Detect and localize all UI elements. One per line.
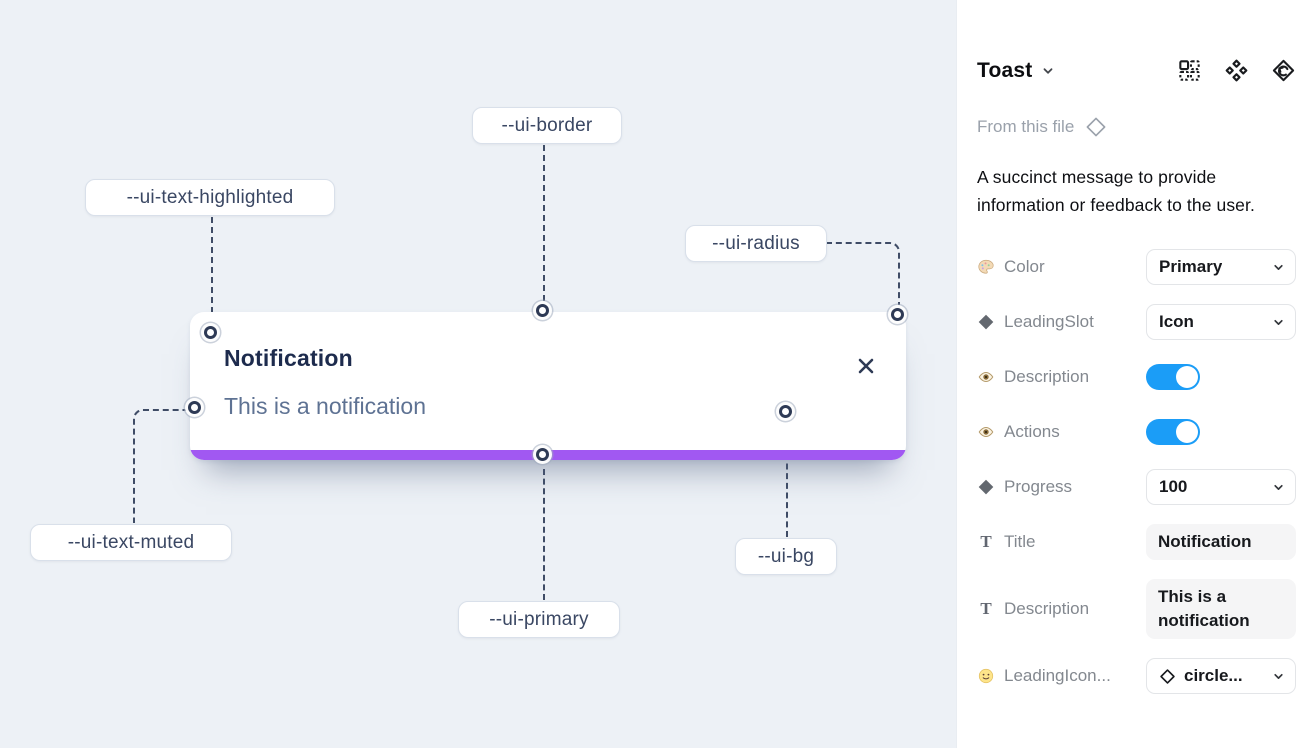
toast-component-preview: Notification This is a notification (190, 312, 906, 460)
title-input[interactable]: Notification (1146, 524, 1296, 560)
design-canvas: Notification This is a notification --ui… (0, 0, 956, 748)
connector-line-bg (786, 425, 788, 537)
chevron-down-icon (1044, 67, 1053, 74)
leadingslot-dropdown[interactable]: Icon (1146, 304, 1296, 340)
panel-header: Toast (977, 58, 1296, 83)
toast-title: Notification (224, 345, 353, 371)
property-label: T Title (977, 532, 1146, 552)
property-row-progress: Progress 100 (977, 469, 1296, 505)
property-row-leadingicon: LeadingIcon... circle... (977, 658, 1296, 694)
progress-dropdown[interactable]: 100 (1146, 469, 1296, 505)
connector-node-border[interactable] (536, 304, 549, 317)
text-icon: T (980, 532, 992, 551)
description-toggle[interactable] (1146, 364, 1200, 390)
component-icon[interactable] (1224, 58, 1249, 83)
var-label-ui-text-muted[interactable]: --ui-text-muted (30, 524, 232, 561)
property-list: Color Primary LeadingSlot Icon (977, 249, 1296, 694)
property-row-actions-toggle: Actions (977, 414, 1296, 450)
connector-line-text-muted (133, 409, 186, 523)
property-row-description-toggle: Description (977, 359, 1296, 395)
eye-icon (978, 372, 994, 382)
property-row-description-text: T Description This is a notification (977, 579, 1296, 639)
var-label-ui-primary[interactable]: --ui-primary (458, 601, 620, 638)
component-source: From this file (977, 115, 1296, 139)
toggle-knob (1176, 366, 1198, 388)
diamond-icon (978, 314, 994, 330)
color-dropdown[interactable]: Primary (1146, 249, 1296, 285)
property-label: Color (977, 257, 1146, 277)
chevron-down-icon (1274, 264, 1283, 270)
toast-description: This is a notification (224, 393, 426, 419)
leadingicon-dropdown[interactable]: circle... (1146, 658, 1296, 694)
source-label: From this file (977, 117, 1075, 136)
header-icon-group (1177, 58, 1296, 83)
connector-line-radius (826, 242, 900, 305)
smiley-icon (978, 668, 994, 684)
toggle-knob (1176, 421, 1198, 443)
property-label: LeadingIcon... (977, 666, 1146, 686)
var-label-ui-bg[interactable]: --ui-bg (735, 538, 837, 575)
properties-panel: Toast From this file (956, 0, 1312, 748)
description-input[interactable]: This is a notification (1146, 579, 1296, 639)
var-label-ui-border[interactable]: --ui-border (472, 107, 622, 144)
connector-node-text-highlighted[interactable] (204, 326, 217, 339)
chevron-down-icon (1274, 673, 1283, 679)
close-icon[interactable] (854, 354, 878, 378)
connector-node-radius[interactable] (891, 308, 904, 321)
property-label: T Description (977, 599, 1146, 619)
return-to-component-icon[interactable] (1271, 58, 1296, 83)
diamond-outline-icon (1086, 117, 1106, 137)
connector-line-border (543, 145, 545, 301)
property-label: LeadingSlot (977, 312, 1146, 332)
chevron-down-icon (1274, 484, 1283, 490)
chevron-down-icon (1274, 319, 1283, 325)
property-label: Description (977, 367, 1146, 387)
connector-line-primary (543, 469, 545, 600)
component-name: Toast (977, 58, 1033, 82)
property-label: Progress (977, 477, 1146, 497)
connector-node-primary[interactable] (536, 448, 549, 461)
text-icon: T (980, 599, 992, 618)
component-description: A succinct message to provide informatio… (977, 167, 1255, 215)
diamond-outline-icon (1160, 668, 1175, 684)
property-row-leadingslot: LeadingSlot Icon (977, 304, 1296, 340)
var-label-ui-radius[interactable]: --ui-radius (685, 225, 827, 262)
property-label: Actions (977, 422, 1146, 442)
palette-icon (978, 259, 994, 274)
actions-toggle[interactable] (1146, 419, 1200, 445)
instance-grid-icon[interactable] (1177, 58, 1202, 83)
connector-node-text-muted[interactable] (188, 401, 201, 414)
component-selector[interactable]: Toast (977, 59, 1055, 83)
connector-line-text-highlighted (211, 217, 213, 323)
property-row-color: Color Primary (977, 249, 1296, 285)
diamond-icon (978, 479, 994, 495)
var-label-ui-text-highlighted[interactable]: --ui-text-highlighted (85, 179, 335, 216)
connector-node-bg[interactable] (779, 405, 792, 418)
property-row-title: T Title Notification (977, 524, 1296, 560)
eye-icon (978, 427, 994, 437)
